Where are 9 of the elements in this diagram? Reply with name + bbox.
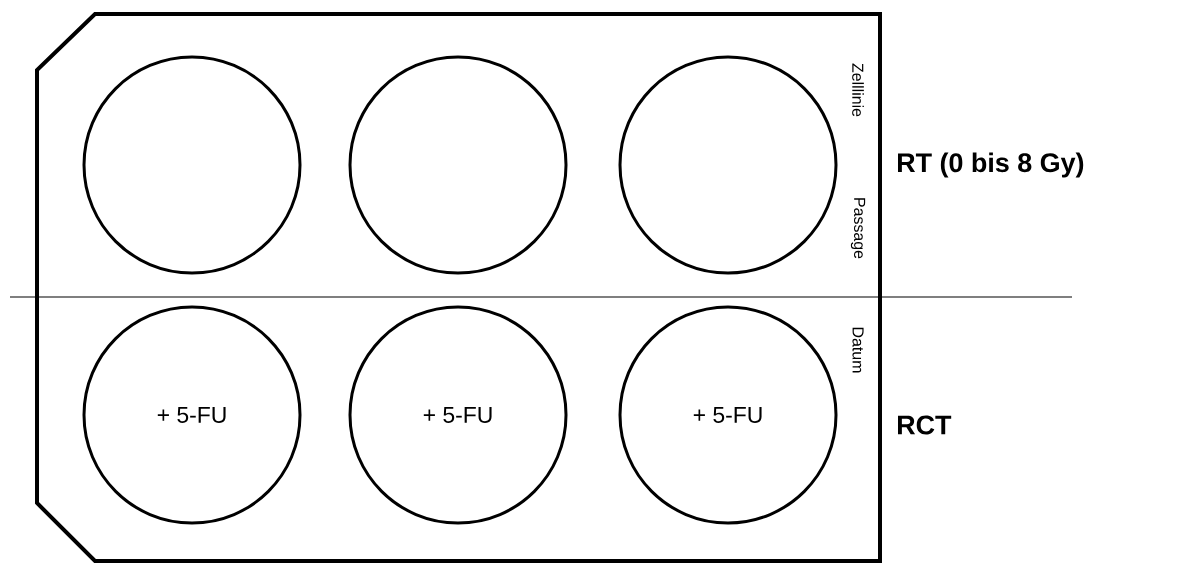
plate-label: Datum — [852, 327, 864, 373]
row-label: RCT — [898, 415, 952, 435]
plate-label: Passage — [850, 198, 866, 259]
row-label: RT (0 bis 8 Gy) — [898, 152, 1084, 178]
well-circle — [82, 55, 302, 275]
well-circle — [348, 55, 568, 275]
well-plate — [35, 12, 882, 563]
plate-label: Zelllinie — [852, 63, 864, 117]
well-circle — [618, 55, 838, 275]
